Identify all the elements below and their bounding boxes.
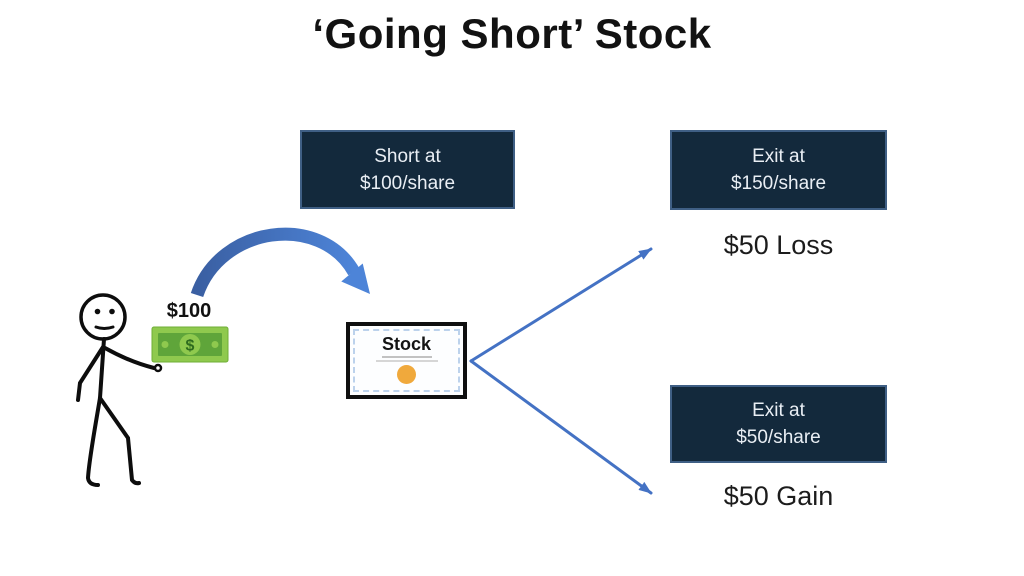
bill-right-dot [211,341,219,348]
stick-figure-right-arm [103,346,156,370]
dollar-bill-icon: $ [151,326,229,363]
short-entry-line1: Short at [374,145,441,167]
stick-figure-left-arm [76,345,105,402]
curved-arrow-shaft [190,227,360,298]
stick-figure-right-leg [98,396,141,486]
short-entry-box: Short at $100/share [300,130,515,209]
stick-figure-mouth [94,325,115,330]
curved-arrow-head [341,263,370,294]
exit-high-line1: Exit at [752,146,805,167]
page-title: ‘Going Short’ Stock [312,10,712,57]
stick-figure-hand [153,363,163,373]
certificate-title: Stock [381,334,432,354]
stick-figure-left-eye [94,308,101,315]
bill-center-circle [179,334,201,355]
gain-result-label: $50 Gain [723,481,834,511]
certificate-seal-icon [397,365,416,384]
exit-low-line1: Exit at [752,400,805,421]
money-amount-label: $100 [166,300,212,322]
stick-figure-left-leg [85,396,102,487]
certificate-text-line [381,356,432,358]
bill-left-dot [161,341,169,348]
exit-high-line2: $150/share [730,173,827,194]
arrow-to-loss-exit [469,247,653,363]
stock-certificate: Stock [346,322,467,399]
stick-figure-right-eye [109,308,115,315]
loss-result-label: $50 Loss [723,230,834,260]
arrow-to-gain-exit [469,359,653,495]
exit-fork-arrows [469,247,653,495]
short-sale-curved-arrow [190,227,370,298]
bill-dollar-sign: $ [186,338,195,355]
exit-low-box: Exit at $50/share [670,385,887,463]
stick-figure-head [79,293,127,341]
short-entry-line2: $100/share [359,172,456,194]
certificate-text-line [375,360,438,362]
exit-high-box: Exit at $150/share [670,130,887,210]
stick-figure [76,293,163,487]
exit-low-line2: $50/share [736,427,821,448]
